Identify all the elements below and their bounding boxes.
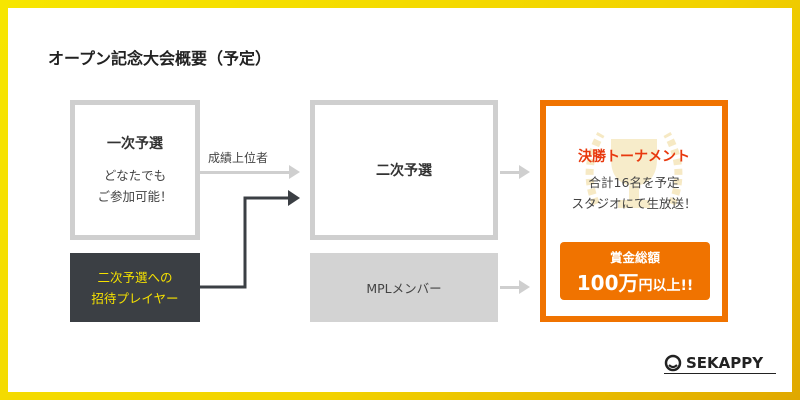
infographic-card: オープン記念大会概要（予定） 一次予選 どなたでも ご参加可能！ 二次予選への … bbox=[8, 8, 792, 392]
trophy-laurel-icon bbox=[585, 132, 683, 208]
final-box: 決勝トーナメント 合計16名を予定 スタジオにて生放送！ 賞金総額 100万円以… bbox=[540, 100, 728, 322]
page-title: オープン記念大会概要（予定） bbox=[48, 49, 272, 68]
logo-text: SEKAPPY bbox=[686, 354, 764, 372]
stage2-title: 二次予選 bbox=[376, 163, 432, 179]
stage1-title: 一次予選 bbox=[107, 136, 163, 152]
stage2-box: 二次予選 bbox=[310, 100, 498, 240]
mpl-members-box: MPLメンバー bbox=[310, 253, 498, 322]
prize-amount: 100万 bbox=[576, 271, 639, 295]
invited-line1: 二次予選への bbox=[97, 269, 173, 285]
mpl-label: MPLメンバー bbox=[366, 281, 442, 296]
final-desc-line2: スタジオにて生放送！ bbox=[571, 196, 697, 211]
invite-arrow-icon bbox=[200, 190, 300, 289]
prize-suffix: 円以上!! bbox=[638, 278, 694, 294]
invited-players-box: 二次予選への 招待プレイヤー bbox=[70, 253, 200, 322]
arrow-right-icon bbox=[500, 165, 530, 179]
arrow-right-icon bbox=[500, 280, 530, 294]
logo-icon bbox=[664, 354, 682, 372]
stage1-desc-line1: どなたでも bbox=[103, 168, 167, 183]
stage1-box: 一次予選 どなたでも ご参加可能！ bbox=[70, 100, 200, 240]
final-title: 決勝トーナメント bbox=[578, 149, 690, 165]
arrow-label: 成績上位者 bbox=[208, 151, 269, 165]
prize-label: 賞金総額 bbox=[609, 250, 660, 265]
prize-box: 賞金総額 100万円以上!! bbox=[560, 242, 710, 300]
stage1-desc-line2: ご参加可能！ bbox=[97, 189, 173, 204]
sekappy-logo: SEKAPPY bbox=[664, 354, 776, 374]
arrow-right-icon bbox=[200, 165, 300, 179]
invited-line2: 招待プレイヤー bbox=[91, 290, 179, 306]
final-desc-line1: 合計16名を予定 bbox=[588, 175, 680, 190]
